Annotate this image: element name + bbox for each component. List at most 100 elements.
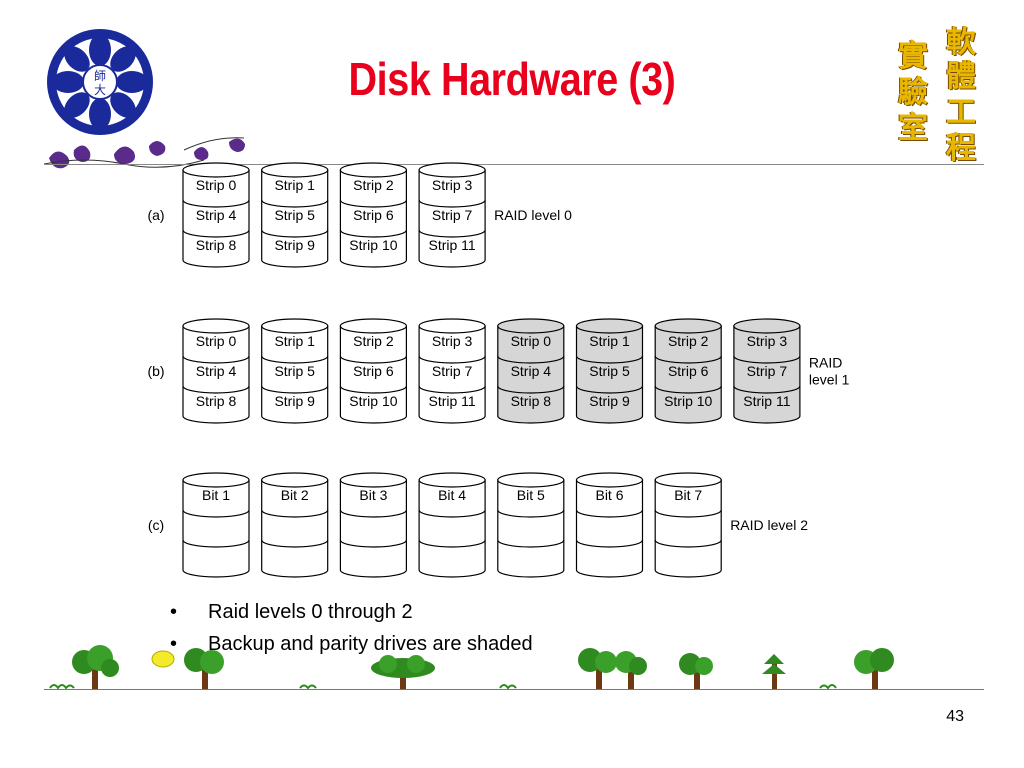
strip-label: Bit 5	[517, 487, 545, 503]
disk-divider	[339, 539, 407, 548]
disk-top	[261, 318, 329, 334]
logo-char-top: 師	[94, 69, 106, 83]
strip-label: Strip 0	[196, 333, 237, 349]
strip-label: Strip 10	[349, 393, 397, 409]
strip-label: Strip 6	[353, 363, 394, 379]
disk-top	[654, 472, 722, 488]
disk-top	[339, 472, 407, 488]
tree-icon	[184, 648, 224, 690]
disk-divider	[339, 199, 407, 208]
bullet-item: Backup and parity drives are shaded	[170, 632, 533, 664]
lab-char-5: 實	[898, 39, 928, 74]
strip-label: Strip 4	[196, 363, 237, 379]
strip-label: Strip 10	[349, 237, 397, 253]
disk-divider	[339, 355, 407, 364]
strip-label: Strip 0	[511, 333, 552, 349]
tree-icon	[615, 651, 647, 690]
strip-label: Strip 3	[747, 333, 788, 349]
raid-level-label: RAID level 0	[494, 207, 572, 223]
strip-label: Strip 1	[274, 177, 315, 193]
strip-label: Strip 9	[274, 237, 315, 253]
tree-icon	[72, 645, 119, 690]
slide-title: Disk Hardware (3)	[348, 53, 676, 105]
disk-divider	[182, 229, 250, 238]
disk-top	[418, 472, 486, 488]
disk-divider	[261, 509, 329, 518]
disk-top	[733, 318, 801, 334]
strip-label: Strip 1	[589, 333, 630, 349]
disk-divider	[182, 509, 250, 518]
grass-decoration	[49, 684, 837, 690]
strip-label: Strip 7	[747, 363, 788, 379]
disk-divider	[182, 385, 250, 394]
strip-label: Bit 1	[202, 487, 230, 503]
raid-level-label: RAID	[809, 355, 842, 371]
disk-divider	[497, 539, 565, 548]
tree-icon	[679, 653, 713, 690]
lab-char-3: 工	[946, 95, 976, 130]
disk-top	[182, 318, 250, 334]
disk-divider	[418, 385, 486, 394]
disk-top	[418, 318, 486, 334]
row-tag: (c)	[148, 517, 164, 533]
disk-body	[261, 325, 329, 424]
disk-divider	[418, 509, 486, 518]
disk-divider	[733, 355, 801, 364]
disk-top	[182, 162, 250, 178]
strip-label: Strip 2	[353, 177, 394, 193]
disk-divider	[418, 199, 486, 208]
disk-divider	[182, 355, 250, 364]
disk-top	[575, 472, 644, 488]
strip-label: Strip 3	[432, 177, 473, 193]
disk-divider	[261, 539, 329, 548]
disk-top	[418, 162, 486, 178]
strip-label: Strip 8	[196, 393, 237, 409]
lab-char-1: 軟	[946, 25, 976, 60]
disk-divider	[575, 509, 644, 518]
raid-level-label: level 1	[809, 372, 850, 388]
disk-top	[497, 472, 565, 488]
disk-top	[339, 162, 407, 178]
strip-label: Bit 6	[595, 487, 623, 503]
disk-body	[182, 479, 250, 578]
disk-divider	[654, 385, 722, 394]
disk-divider	[497, 355, 565, 364]
disk-divider	[418, 355, 486, 364]
lab-name-vertical: 軟 體 工 程 實 驗 室	[892, 28, 992, 168]
top-divider	[44, 164, 984, 165]
strip-label: Strip 6	[668, 363, 709, 379]
strip-label: Strip 11	[743, 393, 790, 409]
strip-label: Strip 4	[511, 363, 552, 379]
lab-char-6: 驗	[898, 75, 928, 110]
sun-icon	[151, 650, 175, 668]
strip-label: Strip 8	[511, 393, 552, 409]
strip-label: Strip 4	[196, 207, 237, 223]
strip-label: Strip 3	[432, 333, 473, 349]
disk-divider	[575, 355, 644, 364]
strip-label: Bit 2	[281, 487, 309, 503]
tree-icon	[578, 648, 617, 690]
disk-divider	[261, 199, 329, 208]
strip-label: Strip 2	[353, 333, 394, 349]
raid-level-label: RAID level 2	[730, 517, 808, 533]
disk-divider	[339, 229, 407, 238]
disk-divider	[339, 385, 407, 394]
disk-body	[575, 325, 644, 424]
strip-label: Bit 7	[674, 487, 702, 503]
disk-divider	[654, 355, 722, 364]
disk-divider	[575, 539, 644, 548]
lab-char-2: 體	[946, 59, 976, 94]
strip-label: Bit 4	[438, 487, 466, 503]
disk-divider	[339, 509, 407, 518]
strip-label: Strip 6	[353, 207, 394, 223]
disk-top	[261, 162, 329, 178]
strip-label: Strip 7	[432, 363, 473, 379]
disk-body	[654, 479, 722, 578]
disk-body	[733, 325, 801, 424]
disk-top	[182, 472, 250, 488]
lab-char-7: 室	[898, 111, 928, 146]
disk-top	[654, 318, 722, 334]
strip-label: Strip 2	[668, 333, 709, 349]
disk-divider	[654, 539, 722, 548]
